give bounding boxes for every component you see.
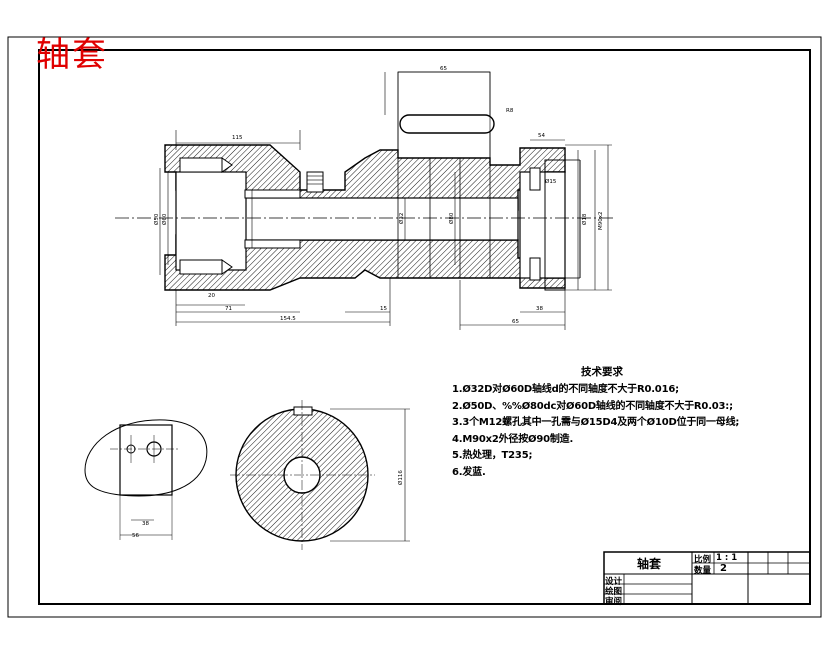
dim-d19: Ø18 [581, 213, 588, 225]
note-line-3: 3.3个M12螺孔其中一孔需与Ø15D4及两个Ø10D位于同一母线; [452, 417, 740, 428]
cam-view [84, 419, 208, 540]
keyway-view [397, 71, 495, 159]
dim-d23: R8 [506, 108, 514, 114]
dim-d12: M90x2 [598, 212, 604, 231]
note-line-1: 1.Ø32D对Ø60D轴线d的不同轴度不大于R0.016; [452, 384, 679, 395]
dimension-text: 65 115 54 15 20 38 71 154.5 65 M90x2 Ø50… [132, 66, 604, 539]
scale-label: 比例 [694, 555, 712, 565]
dim-d3: 54 [538, 133, 545, 139]
dim-d5: 20 [208, 293, 215, 299]
design-label: 设计 [605, 577, 623, 587]
dim-d1: 65 [440, 66, 447, 72]
dim-d14: Ø60 [161, 213, 168, 225]
technical-requirements: 技术要求 1.Ø32D对Ø60D轴线d的不同轴度不大于R0.016; 2.Ø50… [452, 364, 792, 481]
dim-d2: 115 [232, 135, 243, 141]
dim-d4: 15 [380, 306, 387, 312]
drawing-title-mark: 轴套 [36, 35, 108, 75]
dim-d6: 38 [536, 306, 543, 312]
dim-d13: Ø50 [153, 213, 160, 225]
dimension-lines [159, 71, 612, 330]
title-block-part-name: 轴套 [636, 557, 661, 571]
outer-frame [7, 36, 822, 618]
review-label: 审阅 [605, 597, 623, 607]
dim-d17: Ø15 [545, 178, 557, 185]
note-line-6: 6.发蓝. [452, 466, 486, 478]
dim-d15: Ø32 [398, 213, 405, 224]
dim-d7: 71 [225, 306, 232, 312]
dim-d16: Ø80 [448, 212, 455, 224]
title-block [603, 551, 811, 605]
draw-label: 绘图 [605, 587, 623, 597]
notes-title: 技术要求 [581, 366, 623, 378]
dim-d22: 56 [132, 533, 139, 539]
note-line-5: 5.热处理，T235; [452, 450, 533, 461]
scale-value: 1 : 1 [716, 553, 738, 563]
note-line-2: 2.Ø50D、%%Ø80dc对Ø60D轴线的不同轴度不大于R0.03:; [452, 400, 733, 412]
dim-d21: 38 [142, 521, 149, 527]
qty-label: 数量 [694, 566, 712, 576]
qty-value: 2 [720, 563, 727, 574]
dim-d10: 65 [512, 319, 519, 325]
main-section-view [115, 144, 615, 291]
note-line-4: 4.M90x2外径按Ø90制造. [452, 433, 574, 445]
end-view [230, 400, 410, 550]
dim-d8: 154.5 [280, 316, 296, 322]
inner-frame [38, 49, 811, 605]
dim-d20: Ø116 [397, 470, 404, 485]
